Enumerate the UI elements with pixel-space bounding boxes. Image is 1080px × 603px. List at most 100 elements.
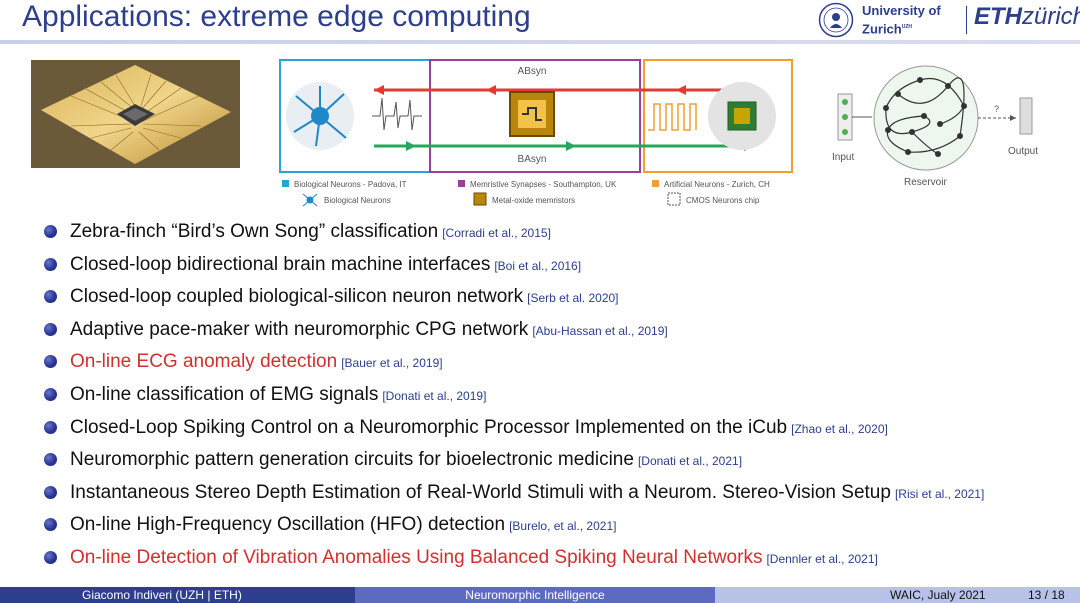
bullet-icon	[44, 322, 57, 336]
uzh-sup: UZH	[901, 24, 913, 30]
application-name: Zebra-finch “Bird’s Own Song” classifica…	[70, 221, 439, 242]
application-name: Closed-loop coupled biological-silicon n…	[70, 286, 524, 308]
eth-bold: ETH	[974, 3, 1022, 30]
neuron-illustration	[293, 86, 347, 147]
spike-waveform	[372, 97, 422, 131]
citation: [Donati et al., 2019]	[382, 388, 487, 403]
application-name: On-line Detection of Vibration Anomalies…	[70, 546, 763, 568]
bullet-text: Instantaneous Stereo Depth Estimation of…	[70, 479, 984, 508]
bullet-icon	[44, 453, 57, 467]
legend-artificial: Artificial Neurons - Zurich, CH	[664, 180, 770, 189]
bullet-icon	[44, 225, 57, 238]
bullet-icon	[44, 420, 57, 434]
memristor-icon	[473, 192, 487, 206]
list-item: Closed-loop bidirectional brain machine …	[44, 251, 1074, 284]
output-label: Output	[1008, 146, 1038, 157]
application-name: Closed-Loop Spiking Control on a Neuromo…	[70, 416, 788, 438]
citation: [Corradi et al., 2015]	[442, 226, 551, 240]
reservoir-label: Reservoir	[904, 177, 947, 188]
citation: [Risi et al., 2021]	[894, 486, 985, 501]
bullet-text: On-line Detection of Vibration Anomalies…	[70, 544, 878, 573]
reservoir-computing-diagram: Input ? Output Reservoir	[832, 65, 1038, 188]
basyn-label: BAsyn	[518, 154, 547, 165]
bullet-text: Closed-loop bidirectional brain machine …	[70, 251, 581, 280]
citation: [Bauer et al., 2019]	[341, 356, 443, 371]
bullet-text: On-line High-Frequency Oscillation (HFO)…	[70, 511, 616, 540]
institution-logos: University of ZurichUZH ETHzürich	[818, 0, 1080, 40]
footer-author: Giacomo Indiveri (UZH | ETH)	[82, 588, 242, 602]
memristor-panel	[429, 59, 641, 173]
eth-wordmark: ETHzürich	[974, 3, 1080, 31]
input-label: Input	[832, 152, 854, 163]
footer-event: WAIC, Jualy 2021	[890, 588, 986, 602]
citation: [Zhao et al., 2020]	[791, 421, 888, 436]
application-name: On-line High-Frequency Oscillation (HFO)…	[70, 514, 506, 536]
hybrid-neuron-memristor-diagram: ABsyn BAsyn Biological Neurons - Padova,…	[279, 59, 793, 207]
uzh-line2: Zurich	[862, 21, 902, 37]
bullet-icon	[44, 290, 57, 304]
bullet-text: Closed-Loop Spiking Control on a Neuromo…	[70, 414, 888, 443]
output-box	[1019, 97, 1033, 135]
artificial-panel	[643, 59, 793, 173]
citation: [Dennler et al., 2021]	[766, 551, 878, 566]
uzh-seal-icon	[818, 2, 854, 38]
list-item: On-line Detection of Vibration Anomalies…	[44, 544, 1074, 577]
bullet-text: Neuromorphic pattern generation circuits…	[70, 446, 742, 475]
bullet-text: Closed-loop coupled biological-silicon n…	[70, 283, 619, 312]
application-name: On-line ECG anomaly detection	[70, 351, 338, 373]
pulse-train	[648, 103, 697, 131]
application-name: Neuromorphic pattern generation circuits…	[70, 449, 634, 471]
bullet-icon	[44, 387, 57, 401]
citation: [Boi et al., 2016]	[494, 258, 582, 273]
bullet-text: On-line ECG anomaly detection[Bauer et a…	[70, 348, 443, 377]
neuron-icon	[302, 193, 318, 207]
slide-footer: Giacomo Indiveri (UZH | ETH) Neuromorphi…	[0, 587, 1080, 603]
header-divider	[0, 40, 1080, 44]
citation: [Donati et al., 2021]	[637, 454, 743, 469]
bullet-icon	[44, 550, 57, 564]
uzh-line1: University of	[862, 3, 941, 18]
bullet-text: On-line classification of EMG signals[Do…	[70, 381, 486, 410]
application-name: Instantaneous Stereo Depth Estimation of…	[70, 481, 891, 503]
footer-talk-title: Neuromorphic Intelligence	[465, 588, 605, 602]
icon-label-memristor: Metal-oxide memristors	[492, 196, 575, 205]
list-item: On-line High-Frequency Oscillation (HFO)…	[44, 511, 1074, 544]
list-item: On-line classification of EMG signals[Do…	[44, 381, 1074, 414]
slide-title: Applications: extreme edge computing	[22, 0, 531, 33]
bullet-text: Adaptive pace-maker with neuromorphic CP…	[70, 316, 668, 345]
icon-label-cmos: CMOS Neurons chip	[686, 196, 760, 205]
bullet-icon	[44, 257, 57, 271]
application-name: Closed-loop bidirectional brain machine …	[70, 253, 491, 275]
icon-label-bio: Biological Neurons	[324, 196, 391, 205]
applications-list: Zebra-finch “Bird’s Own Song” classifica…	[44, 218, 1074, 577]
question-mark: ?	[994, 104, 999, 114]
uzh-wordmark: University of ZurichUZH	[862, 3, 941, 37]
list-item: Zebra-finch “Bird’s Own Song” classifica…	[44, 218, 1074, 251]
citation: [Serb et al. 2020]	[527, 291, 619, 306]
footer-title-section: Neuromorphic Intelligence	[355, 587, 715, 603]
legend-bio: Biological Neurons - Padova, IT	[294, 180, 407, 189]
legend-memristor: Memristive Synapses - Southampton, UK	[470, 180, 617, 189]
list-item: On-line ECG anomaly detection[Bauer et a…	[44, 348, 1074, 381]
logo-divider	[966, 6, 967, 34]
application-name: On-line classification of EMG signals	[70, 383, 379, 405]
eth-rest: zürich	[1022, 3, 1080, 30]
footer-event-section: WAIC, Jualy 2021 13 / 18	[715, 587, 1080, 603]
footer-page-number: 13 / 18	[1028, 588, 1065, 602]
citation: [Burelo, et al., 2021]	[509, 519, 617, 534]
list-item: Closed-loop coupled biological-silicon n…	[44, 283, 1074, 316]
bullet-icon	[44, 355, 57, 369]
bullet-icon	[44, 518, 57, 532]
list-item: Adaptive pace-maker with neuromorphic CP…	[44, 316, 1074, 349]
slide-header: Applications: extreme edge computing Uni…	[0, 0, 1080, 40]
list-item: Closed-Loop Spiking Control on a Neuromo…	[44, 414, 1074, 447]
bullet-text: Zebra-finch “Bird’s Own Song” classifica…	[70, 218, 551, 247]
absyn-label: ABsyn	[518, 66, 547, 77]
neuromorphic-chip-photo	[31, 60, 240, 168]
list-item: Neuromorphic pattern generation circuits…	[44, 446, 1074, 479]
application-name: Adaptive pace-maker with neuromorphic CP…	[70, 318, 529, 340]
cmos-chip-icon	[667, 192, 681, 206]
footer-author-section: Giacomo Indiveri (UZH | ETH)	[0, 587, 355, 603]
citation: [Abu-Hassan et al., 2019]	[532, 323, 668, 338]
list-item: Instantaneous Stereo Depth Estimation of…	[44, 479, 1074, 512]
